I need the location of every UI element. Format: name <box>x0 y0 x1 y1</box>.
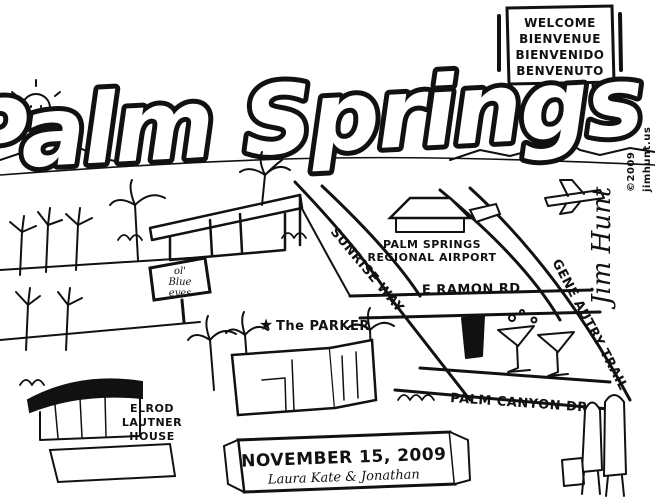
windmill-icon <box>65 207 93 271</box>
drinks <box>461 309 575 377</box>
parker-label: The PARKER <box>276 319 370 334</box>
artist-signature: Jim Hunt <box>587 186 617 310</box>
elrod-label-line: ELROD <box>130 402 174 415</box>
elrod-label-line: LAUTNER <box>122 416 182 429</box>
title: Palm Springs <box>0 40 649 198</box>
modern-house <box>148 193 304 262</box>
sun-icon <box>7 79 65 131</box>
credit-site: jimhunt.us <box>642 127 653 193</box>
the-parker: ★ The PARKER <box>230 315 378 417</box>
blue-eyes-line: ol' <box>174 266 186 277</box>
welcome-line: WELCOME <box>524 16 596 30</box>
windmill-icon <box>9 215 37 276</box>
palm-tree-icon <box>109 179 166 261</box>
airport-label-line1: PALM SPRINGS <box>383 238 481 251</box>
road-e-ramon-rd: E RAMON RD <box>422 281 521 298</box>
shrubs <box>19 232 435 401</box>
welcome-line: BIENVENIDO <box>515 48 604 62</box>
blue-eyes-line: Blue <box>168 277 192 288</box>
elrod-label-line: HOUSE <box>129 430 174 443</box>
airplane-icon <box>544 179 605 215</box>
palm-tree-icon <box>187 315 237 391</box>
mountains <box>0 137 655 176</box>
windmill-icon <box>57 287 83 351</box>
welcome-line: BIENVENUE <box>519 32 601 46</box>
title-text: Palm Springs <box>0 45 644 193</box>
credit-year: ©2009 <box>626 152 637 192</box>
road-palm-canyon-dr: PALM CANYON DR. <box>450 391 594 416</box>
elrod-lautner-house: ELROD LAUTNER HOUSE <box>26 378 182 484</box>
windmill-icon <box>37 207 63 273</box>
airport-label-line2: REGIONAL AIRPORT <box>368 251 497 264</box>
star-icon: ★ <box>259 315 273 334</box>
palm-tree-icon <box>239 151 291 206</box>
blue-eyes-sign: ol' Blue eyes <box>148 256 212 324</box>
artist-credit: Jim Hunt ©2009 jimhunt.us <box>587 127 653 310</box>
blue-eyes-line: eyes <box>169 288 192 299</box>
welcome-sign: WELCOME BIENVENUE BIENVENIDO BENVENUTO <box>497 4 623 106</box>
date-banner: NOVEMBER 15, 2009 Laura Kate & Jonathan <box>222 430 472 494</box>
banner-names: Laura Kate & Jonathan <box>267 467 420 487</box>
windmill-icon <box>15 287 41 351</box>
welcome-line: BENVENUTO <box>516 64 604 78</box>
couple <box>561 394 627 497</box>
airport: PALM SPRINGS REGIONAL AIRPORT <box>368 196 502 264</box>
